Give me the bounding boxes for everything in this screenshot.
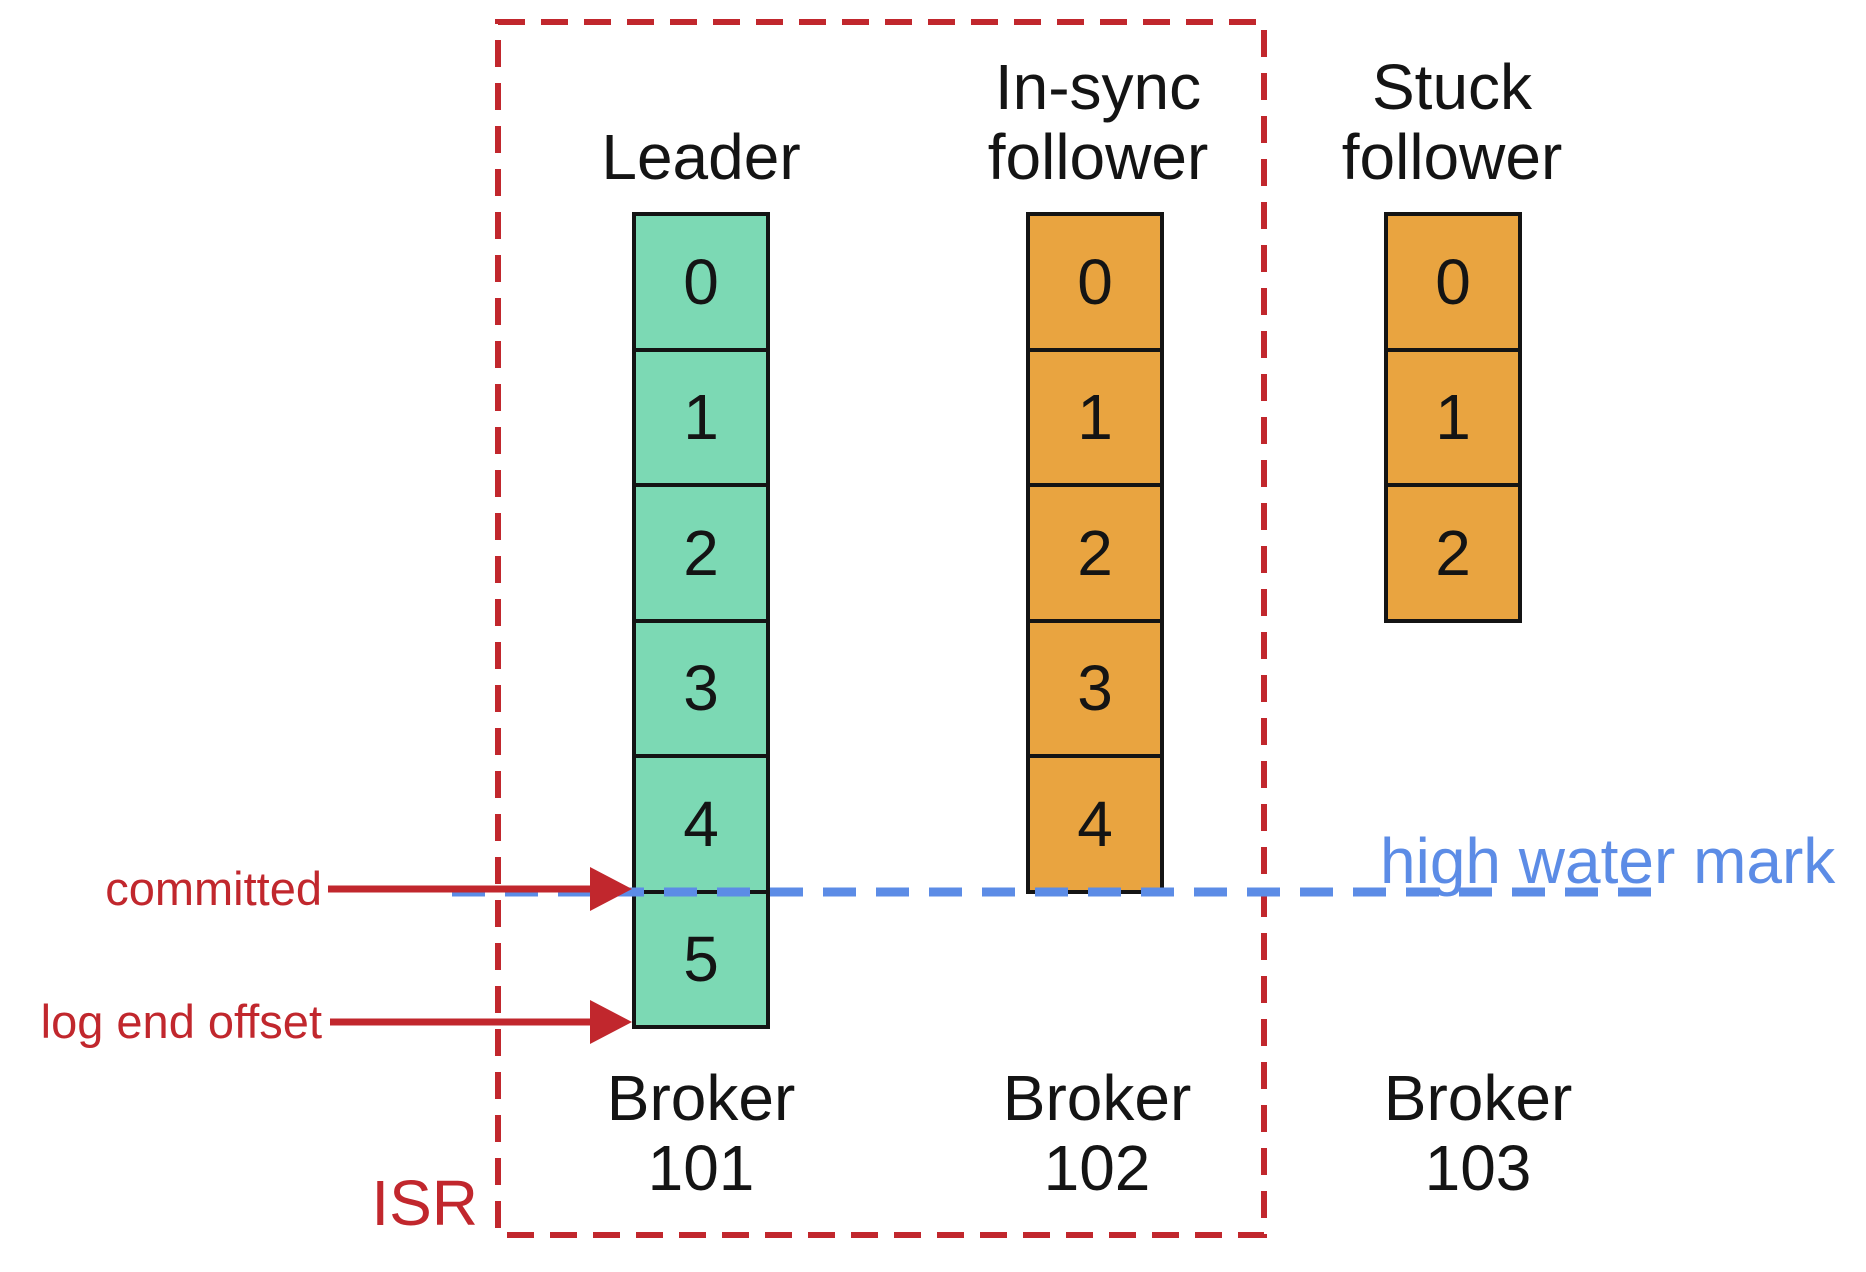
- log-end-offset-arrow: [330, 1000, 632, 1044]
- stuck-follower-column-label: Stuck follower: [1341, 51, 1563, 193]
- committed-arrow: [328, 867, 632, 911]
- high-water-mark-annotation: high water mark: [1380, 825, 1836, 897]
- broker-id: 103: [1424, 1132, 1532, 1204]
- offset-cell: 5: [632, 889, 770, 1029]
- isr-annotation: ISR: [371, 1167, 478, 1239]
- offset-cell: 0: [632, 212, 770, 352]
- broker-id: 102: [1043, 1132, 1151, 1204]
- offset-cell: 2: [1384, 483, 1522, 623]
- broker-word: Broker: [606, 1062, 796, 1134]
- offset-cell: 1: [1384, 347, 1522, 487]
- broker-word: Broker: [1383, 1062, 1573, 1134]
- offset-cell: 0: [1026, 212, 1164, 352]
- broker-102-label: Broker 102: [937, 1063, 1257, 1203]
- in-sync-follower-column-label: In-sync follower: [987, 51, 1209, 193]
- offset-cell: 2: [632, 483, 770, 623]
- broker-id: 101: [647, 1132, 755, 1204]
- offset-cell: 1: [1026, 347, 1164, 487]
- broker-word: Broker: [1002, 1062, 1192, 1134]
- offset-cell: 4: [1026, 754, 1164, 894]
- log-end-offset-annotation: log end offset: [40, 995, 322, 1048]
- offset-cell: 0: [1384, 212, 1522, 352]
- offset-cell: 1: [632, 347, 770, 487]
- offset-cell: 3: [1026, 618, 1164, 758]
- offset-cell: 4: [632, 754, 770, 894]
- offset-cell: 3: [632, 618, 770, 758]
- broker-103-label: Broker 103: [1318, 1063, 1638, 1203]
- broker-101-label: Broker 101: [541, 1063, 861, 1203]
- leader-column-label: Leader: [601, 121, 801, 193]
- offset-cell: 2: [1026, 483, 1164, 623]
- committed-annotation: committed: [105, 862, 322, 915]
